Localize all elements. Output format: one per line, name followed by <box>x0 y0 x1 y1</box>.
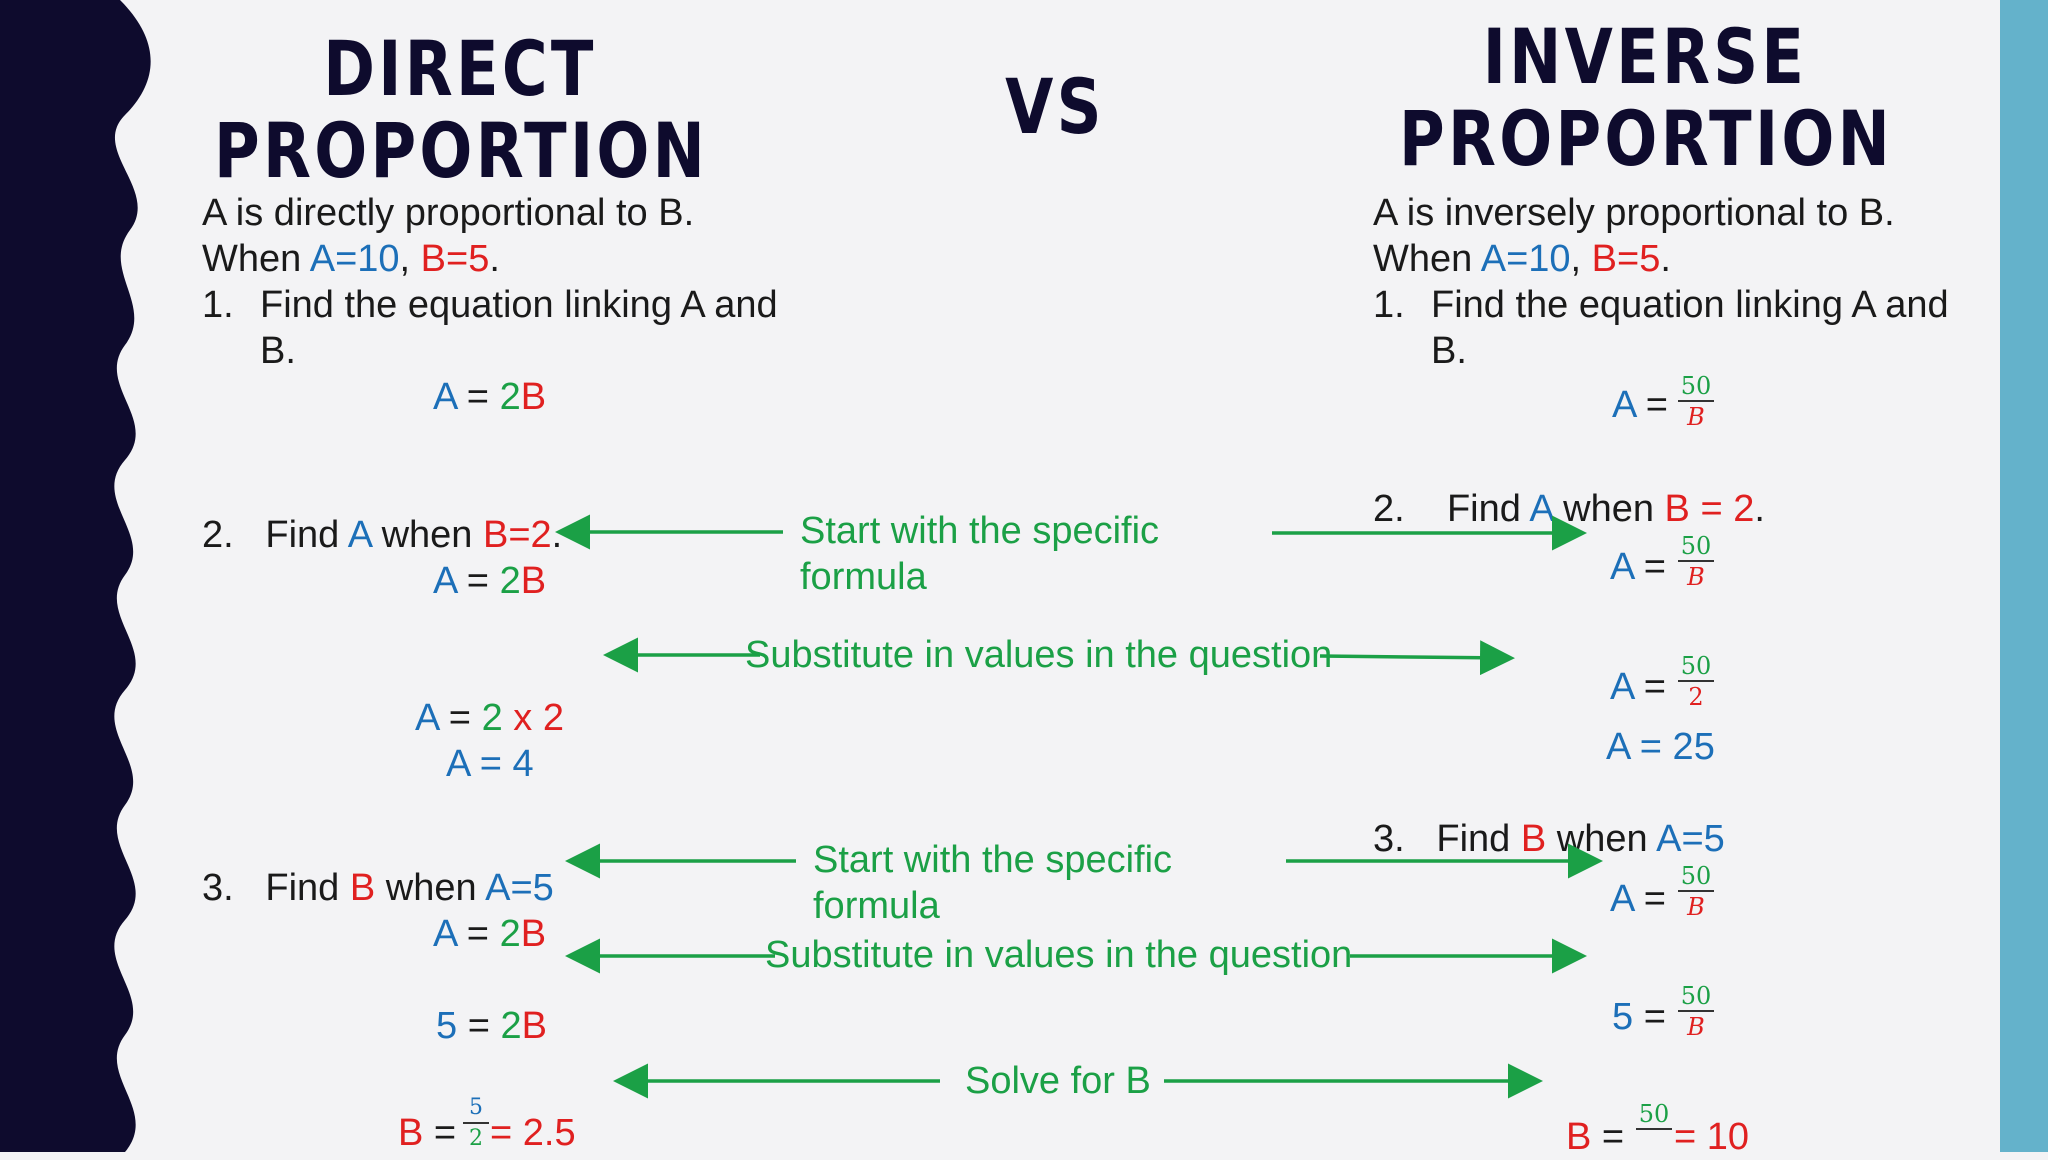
left-q3: 3. Find B when A=5 <box>202 867 554 909</box>
right-accent-bar <box>2000 0 2048 1152</box>
left-intro: A is directly proportional to B. <box>202 192 695 234</box>
note-solve-for-b: Solve for B <box>965 1060 1151 1102</box>
right-fraction-4: 50 B <box>1678 862 1714 922</box>
left-final-fraction: 5 2 <box>463 1094 489 1154</box>
right-equation-3: A = <box>1610 878 1666 920</box>
left-final-result: = 2.5 <box>490 1112 576 1154</box>
left-substitution-3: 5 = 2B <box>436 1005 547 1047</box>
note-substitute-1: Substitute in values in the question <box>745 634 1333 676</box>
right-fraction-2: 50 B <box>1678 532 1714 592</box>
right-equation-2: A = <box>1610 546 1666 588</box>
right-fraction-5: 50 B <box>1678 982 1714 1042</box>
right-substitution-2: A = <box>1610 666 1666 708</box>
right-q3: 3. Find B when A=5 <box>1373 818 1725 860</box>
wavy-edge-decoration <box>0 0 151 1152</box>
right-q1-number: 1. <box>1373 284 1405 326</box>
right-final-fraction: 50 B <box>1636 1100 1672 1160</box>
left-substitution: A = 2 x 2 <box>415 697 564 739</box>
right-q2: 2. Find A when B = 2. <box>1373 488 1765 530</box>
left-q1-number: 1. <box>202 284 234 326</box>
left-q1-text: Find the equation linking A and B. <box>260 284 778 372</box>
right-given-values: When A=10, B=5. <box>1373 238 1671 280</box>
note-start-formula-1: Start with the specific formula <box>800 510 1160 598</box>
left-result: A = 4 <box>446 743 534 785</box>
right-substitution-3: 5 = <box>1612 996 1666 1038</box>
heading-direct-proportion: DIRECT PROPORTION <box>214 24 709 195</box>
right-q1-text: Find the equation linking A and B. <box>1431 284 1949 372</box>
right-fraction-3: 50 2 <box>1678 652 1714 712</box>
heading-vs: VS <box>1005 62 1105 151</box>
left-equation-1: A = 2B <box>433 376 547 418</box>
right-fraction-1: 50 B <box>1678 372 1714 432</box>
left-given-values: When A=10, B=5. <box>202 238 500 280</box>
note-substitute-2: Substitute in values in the question <box>765 934 1353 976</box>
right-final-b: B = <box>1566 1116 1625 1158</box>
left-equation-2: A = 2B <box>433 560 547 602</box>
left-q2: 2. Find A when B=2. <box>202 514 563 556</box>
right-result-25: A = 25 <box>1606 726 1715 768</box>
left-final-b: B = <box>398 1112 457 1154</box>
note-start-formula-2: Start with the specific formula <box>813 839 1173 927</box>
right-final-result: = 10 <box>1674 1116 1750 1158</box>
arrow-sub-right-1 <box>1319 640 1515 676</box>
heading-inverse-proportion: INVERSE PROPORTION <box>1399 12 1894 183</box>
right-intro: A is inversely proportional to B. <box>1373 192 1895 234</box>
left-equation-3: A = 2B <box>433 913 547 955</box>
right-equation-1: A = <box>1612 384 1668 426</box>
